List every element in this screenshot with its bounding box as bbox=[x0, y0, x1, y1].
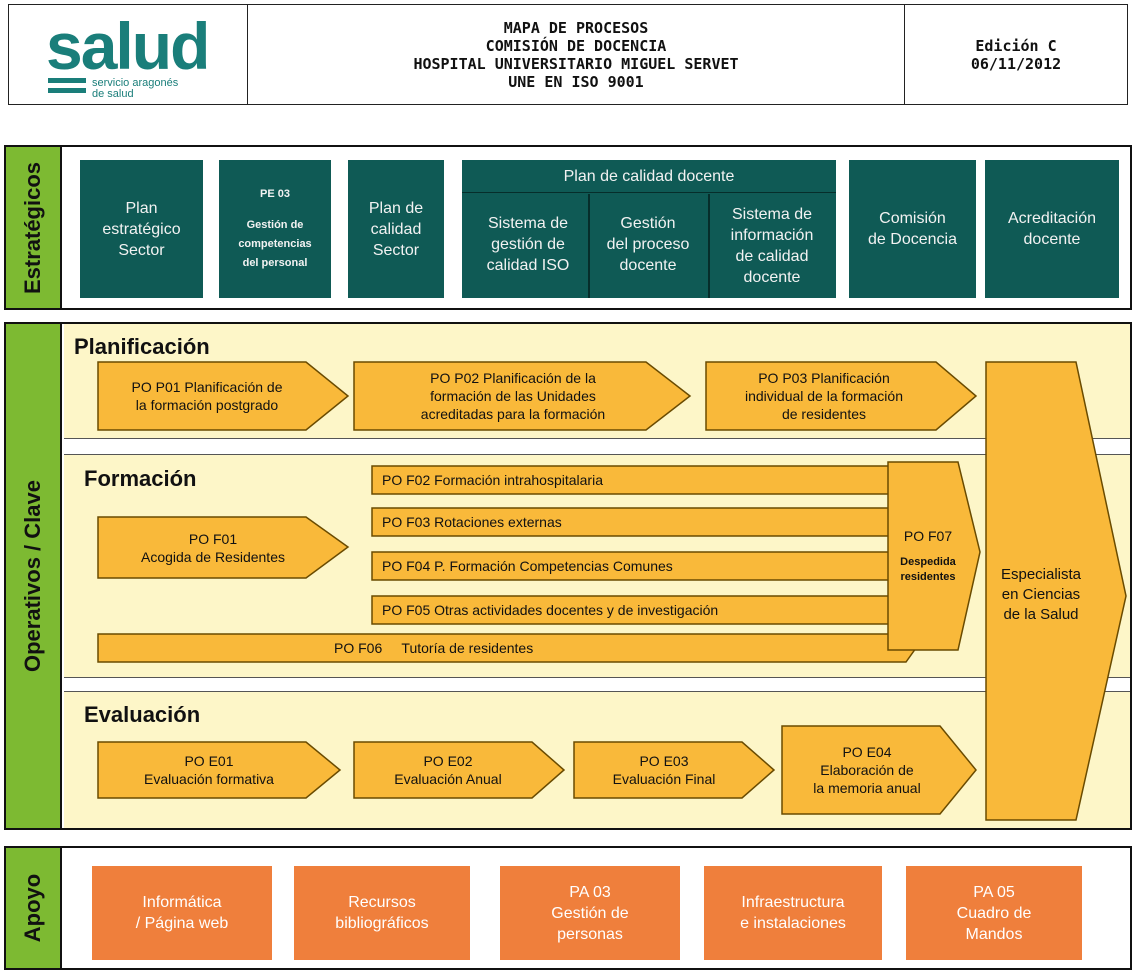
group-gestion-proceso-docente: Gestión del proceso docente bbox=[590, 194, 706, 294]
planificacion-title: Planificación bbox=[74, 334, 210, 359]
support-pa03-personas: PA 03 Gestión de personas bbox=[500, 866, 680, 960]
evaluacion-title: Evaluación bbox=[84, 702, 201, 727]
group-divider-1 bbox=[588, 194, 590, 298]
support-informatica: Informática / Página web bbox=[92, 866, 272, 960]
pe03-code: PE 03 bbox=[260, 188, 290, 200]
process-f07-text: Despedida residentes bbox=[900, 556, 956, 583]
process-f07: PO F07 Despedida residentes bbox=[888, 462, 968, 650]
band-separator-2 bbox=[64, 677, 1130, 692]
logo-word: salud bbox=[46, 8, 210, 83]
apoyo-side-label: Apoyo bbox=[6, 848, 62, 968]
apoyo-side-text: Apoyo bbox=[20, 873, 46, 943]
edition-cell: Edición C 06/11/2012 bbox=[904, 4, 1128, 105]
document-title-cell: MAPA DE PROCESOS COMISIÓN DE DOCENCIA HO… bbox=[247, 4, 905, 105]
process-e04: PO E04 Elaboración de la memoria anual bbox=[813, 744, 921, 796]
formacion-title: Formación bbox=[84, 466, 197, 491]
process-e01: PO E01 Evaluación formativa bbox=[144, 753, 274, 787]
plan-calidad-docente-group: Plan de calidad docente Sistema de gesti… bbox=[462, 160, 836, 298]
plan-calidad-docente-title: Plan de calidad docente bbox=[462, 160, 836, 193]
strategic-side-label: Estratégicos bbox=[6, 147, 62, 308]
strategic-plan-sector: Plan estratégico Sector bbox=[80, 160, 203, 298]
support-recursos-bibliograficos: Recursos bibliográficos bbox=[294, 866, 470, 960]
process-e03: PO E03 Evaluación Final bbox=[612, 753, 716, 787]
support-pa05-cuadro-mandos: PA 05 Cuadro de Mandos bbox=[906, 866, 1082, 960]
operativos-side-label: Operativos / Clave bbox=[6, 324, 62, 828]
process-f01: PO F01 Acogida de Residentes bbox=[141, 530, 285, 565]
strategic-side-text: Estratégicos bbox=[20, 161, 45, 294]
process-e02: PO E02 Evaluación Anual bbox=[394, 753, 502, 787]
band-separator-1 bbox=[64, 438, 1130, 455]
salud-logo: salud servicio aragonés de salud bbox=[28, 10, 228, 100]
process-f02: PO F02 Formación intrahospitalaria bbox=[382, 472, 603, 488]
group-sistema-informacion: Sistema de información de calidad docent… bbox=[710, 194, 834, 298]
logo-subtitle-2: de salud bbox=[92, 87, 134, 100]
process-p02: PO P02 Planificación de la formación de … bbox=[420, 370, 606, 422]
logo-cell: salud servicio aragonés de salud bbox=[8, 4, 248, 105]
process-f05: PO F05 Otras actividades docentes y de i… bbox=[382, 602, 719, 618]
process-f06: PO F06 Tutoría de residentes bbox=[334, 640, 534, 656]
pe03-text: Gestión de competencias del personal bbox=[238, 219, 312, 269]
strategic-plan-calidad-sector: Plan de calidad Sector bbox=[348, 160, 444, 298]
process-f04: PO F04 P. Formación Competencias Comunes bbox=[382, 558, 673, 574]
strategic-pe03-box: PE 03 Gestión de competencias del person… bbox=[219, 160, 331, 298]
group-sistema-gestion-iso: Sistema de gestión de calidad ISO bbox=[472, 194, 584, 294]
operativos-side-text: Operativos / Clave bbox=[20, 480, 46, 672]
strategic-acreditacion-docente: Acreditación docente bbox=[985, 160, 1119, 298]
strategic-comision-docencia: Comisión de Docencia bbox=[849, 160, 976, 298]
logo-bar-top bbox=[48, 77, 86, 83]
process-f03: PO F03 Rotaciones externas bbox=[382, 514, 562, 530]
logo-subtitle-1: servicio aragonés bbox=[92, 76, 179, 89]
process-f07-code: PO F07 bbox=[903, 528, 953, 544]
edition-date: Edición C 06/11/2012 bbox=[970, 36, 1062, 73]
support-infraestructura: Infraestructura e instalaciones bbox=[704, 866, 882, 960]
process-p03: PO P03 Planificación individual de la fo… bbox=[745, 370, 903, 422]
process-p01: PO P01 Planificación de la formación pos… bbox=[131, 379, 283, 413]
logo-bar-bottom bbox=[48, 87, 86, 93]
group-divider-2 bbox=[708, 194, 710, 298]
output-especialista: Especialista en Ciencias de la Salud bbox=[1000, 566, 1082, 623]
document-title: MAPA DE PROCESOS COMISIÓN DE DOCENCIA HO… bbox=[413, 18, 739, 91]
